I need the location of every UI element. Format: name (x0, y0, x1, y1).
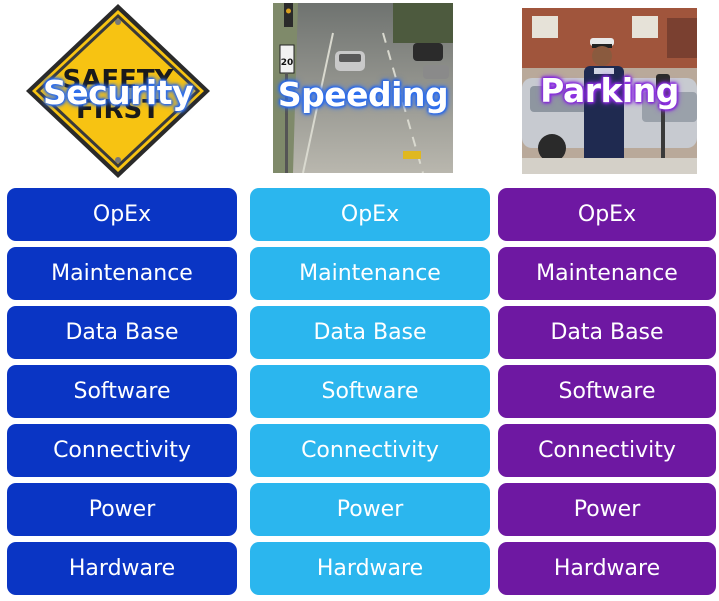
speeding-image: 20 Speeding (273, 3, 453, 173)
speeding-layer-maintenance: Maintenance (250, 247, 490, 300)
security-layer-power: Power (7, 483, 237, 536)
speeding-layer-connectivity: Connectivity (250, 424, 490, 477)
speeding-layer-database: Data Base (250, 306, 490, 359)
speeding-layer-opex: OpEx (250, 188, 490, 241)
security-layer-hardware: Hardware (7, 542, 237, 595)
security-layer-software: Software (7, 365, 237, 418)
sign-text-line-2: FIRST (76, 95, 160, 125)
security-layer-connectivity: Connectivity (7, 424, 237, 477)
parking-layer-hardware: Hardware (498, 542, 716, 595)
speeding-layer-power: Power (250, 483, 490, 536)
svg-text:20: 20 (281, 58, 294, 68)
security-layer-maintenance: Maintenance (7, 247, 237, 300)
parking-layer-database: Data Base (498, 306, 716, 359)
security-layer-database: Data Base (7, 306, 237, 359)
parking-layer-opex: OpEx (498, 188, 716, 241)
parking-layer-maintenance: Maintenance (498, 247, 716, 300)
parking-officer-street-icon (522, 8, 697, 174)
column-title-parking: Parking (540, 71, 679, 110)
security-image: SAFETY FIRST Security (22, 0, 214, 182)
column-title-security: Security (42, 73, 194, 112)
security-layer-opex: OpEx (7, 188, 237, 241)
traffic-camera-road-icon: 20 (273, 3, 453, 173)
column-title-speeding: Speeding (277, 75, 449, 114)
speeding-layer-hardware: Hardware (250, 542, 490, 595)
speeding-layer-software: Software (250, 365, 490, 418)
parking-layer-power: Power (498, 483, 716, 536)
safety-first-sign-icon: SAFETY FIRST (22, 0, 214, 182)
sign-text-line-1: SAFETY (63, 65, 175, 95)
parking-image: Parking (522, 8, 697, 174)
parking-layer-connectivity: Connectivity (498, 424, 716, 477)
parking-layer-software: Software (498, 365, 716, 418)
